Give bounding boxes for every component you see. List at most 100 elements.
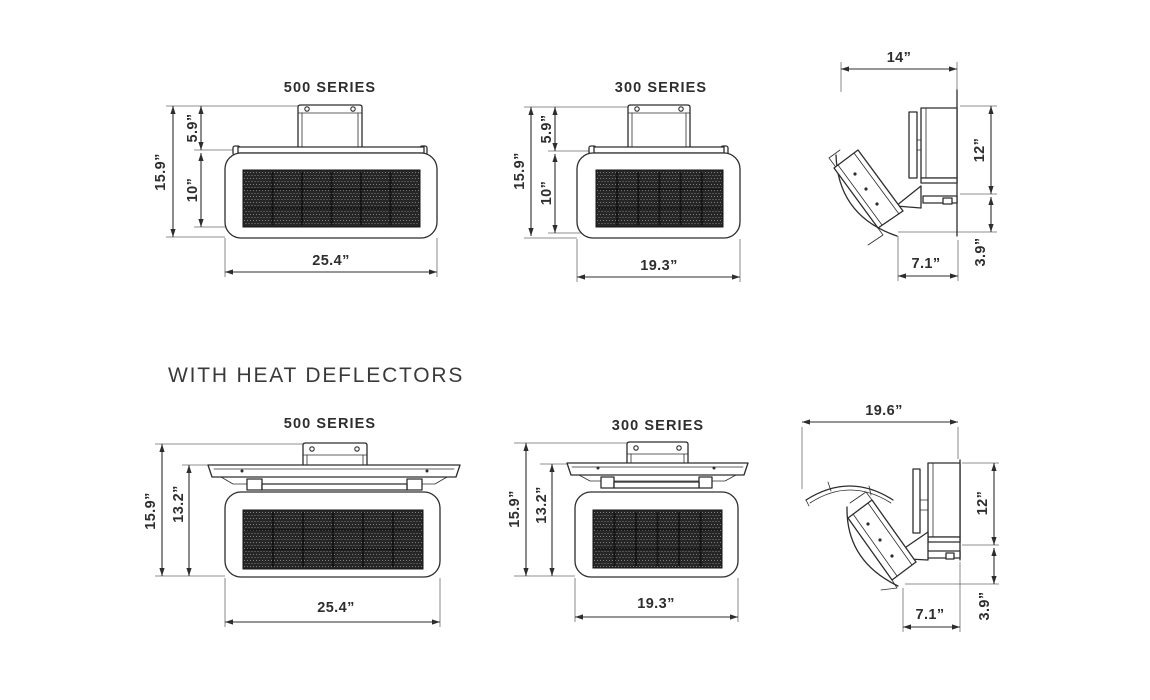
dimension-arrowhead	[552, 225, 558, 233]
dim-overall-height: 15.9”	[143, 492, 159, 529]
bracket-ticks	[919, 499, 929, 511]
extension-lines	[155, 443, 441, 627]
mounting-bracket	[627, 104, 691, 149]
box-base	[920, 177, 958, 184]
dimension-arrowhead	[186, 465, 192, 473]
deflector-300-front-view: 300 SERIES 15.9” 13.2” 19.3”	[507, 418, 749, 622]
extension-lines	[524, 106, 741, 282]
dimension-arrowhead	[552, 154, 558, 162]
deflector-standoff	[246, 478, 263, 491]
deflector-screw	[240, 469, 244, 473]
rivet	[864, 187, 868, 191]
dimension-arrowhead	[170, 106, 176, 114]
dim-width: 25.4”	[317, 600, 354, 616]
box-base	[927, 536, 961, 543]
deflector-standoff	[600, 476, 615, 489]
mounting-bracket	[302, 442, 368, 466]
screw-hole	[633, 445, 639, 451]
dim-body-depth: 7.1”	[915, 607, 944, 623]
dim-body-depth: 7.1”	[911, 256, 940, 272]
dimension-arrowhead	[225, 619, 233, 625]
mounting-bracket	[297, 104, 363, 149]
heat-deflector	[207, 464, 461, 478]
dimension-arrowhead	[523, 568, 529, 576]
dimension-arrowhead	[552, 107, 558, 115]
tilt-connector	[895, 185, 922, 209]
dimension-arrowhead	[575, 614, 583, 620]
dimension-arrowhead	[950, 273, 958, 279]
dimension-arrowhead	[732, 274, 740, 280]
dim-screen-height: 10”	[185, 178, 201, 203]
dim-mount-height: 12”	[972, 138, 988, 163]
dimension-arrowhead	[523, 443, 529, 451]
dimension-arrowhead	[988, 186, 994, 194]
dimension-arrowhead	[950, 419, 958, 425]
dim-bracket-height: 5.9”	[539, 114, 555, 143]
screw-hole	[304, 106, 310, 112]
dimension-arrowhead	[159, 568, 165, 576]
dimension-arrowhead	[198, 142, 204, 150]
dimension-arrowhead	[952, 624, 960, 630]
dimension-arrowhead	[841, 66, 849, 72]
deflector-standoff	[698, 476, 713, 489]
standard-500-front-view: 500 SERIES 15.9” 5.9” 10” 25.4”	[153, 80, 438, 277]
series-500-title: 500 SERIES	[284, 416, 376, 432]
bottom-lip	[924, 550, 961, 559]
dim-width: 25.4”	[312, 253, 349, 269]
standard-300-front-view: 300 SERIES 15.9” 5.9” 10” 19.3”	[512, 80, 741, 282]
rivet	[866, 522, 870, 526]
dimension-arrowhead	[991, 463, 997, 471]
dim-overall-height: 15.9”	[153, 153, 169, 190]
dimension-arrowhead	[991, 548, 997, 556]
screw-hole	[309, 446, 315, 452]
dim-clearance: 3.9”	[973, 237, 989, 266]
mesh-texture	[244, 512, 422, 567]
deflector-screw	[425, 469, 429, 473]
dimension-arrowhead	[528, 107, 534, 115]
dim-width: 19.3”	[640, 258, 677, 274]
section-heading: WITH HEAT DEFLECTORS	[168, 364, 464, 387]
screw-hole	[634, 106, 640, 112]
dimension-arrowhead	[159, 444, 165, 452]
dimension-arrowhead	[170, 229, 176, 237]
top-rail	[613, 481, 700, 489]
dimension-arrowhead	[552, 143, 558, 151]
screw-hole	[350, 106, 356, 112]
dimension-arrowhead	[991, 537, 997, 545]
mesh-texture	[597, 172, 722, 225]
extension-lines	[166, 105, 438, 277]
dimension-arrowhead	[432, 619, 440, 625]
dim-mount-height: 12”	[975, 491, 991, 516]
standard-side-view: 14” 12” 3.9” 7.1”	[828, 50, 997, 281]
body-back-line	[853, 152, 900, 215]
bracket-ticks	[916, 139, 922, 151]
dimension-arrowhead	[988, 224, 994, 232]
deflector-500-front-view: 500 SERIES 15.9” 13.2” 25.4”	[143, 416, 461, 627]
dim-overall-depth: 14”	[887, 50, 912, 66]
series-500-title: 500 SERIES	[284, 80, 376, 96]
dimension-arrowhead	[186, 568, 192, 576]
deflector-arc-inner	[805, 481, 892, 507]
mounting-box	[920, 107, 958, 179]
dim-bracket-height: 5.9”	[185, 113, 201, 142]
end-flanges	[849, 491, 898, 591]
mesh-texture	[594, 512, 721, 567]
dimension-arrowhead	[225, 269, 233, 275]
dimension-arrowhead	[988, 106, 994, 114]
bracket-plate	[908, 111, 918, 179]
series-300-title: 300 SERIES	[612, 418, 704, 434]
dim-body-height: 13.2”	[171, 485, 187, 522]
gas-inlet	[945, 552, 955, 560]
dimension-arrowhead	[802, 419, 810, 425]
dimension-arrowhead	[991, 576, 997, 584]
bracket-plate	[912, 468, 921, 534]
deflector-lip	[578, 474, 737, 482]
tilted-heater-body	[833, 149, 904, 229]
mounting-bracket	[626, 441, 689, 464]
dim-clearance: 3.9”	[977, 591, 993, 620]
dim-overall-depth: 19.6”	[865, 403, 902, 419]
extension-lines	[801, 427, 999, 632]
rivet	[853, 172, 857, 176]
